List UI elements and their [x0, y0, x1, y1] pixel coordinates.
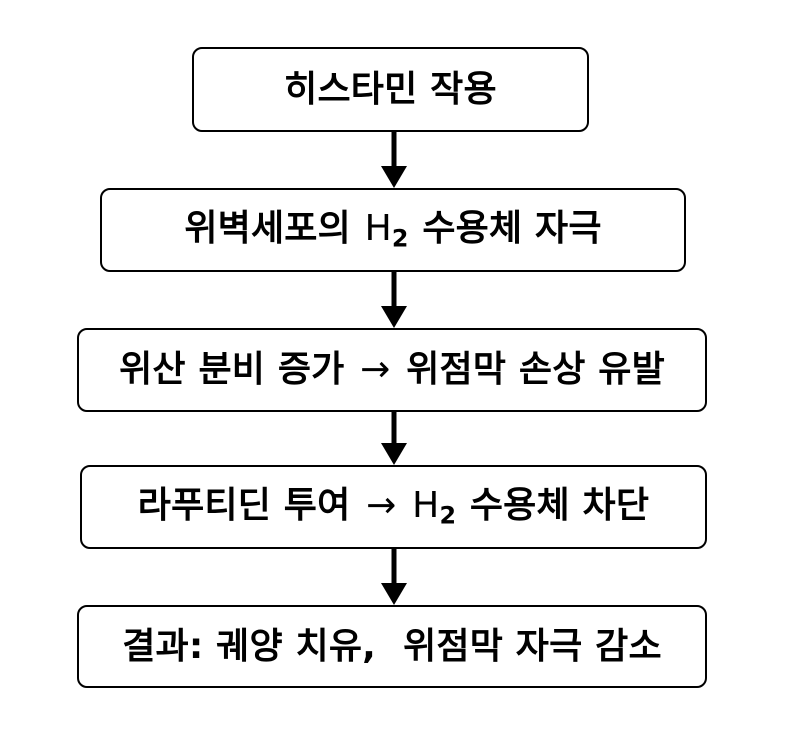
label-text: 수용체 자극 — [422, 207, 602, 249]
flowchart-node-lafutidine-h2-blockade: 라푸티딘 투여 → H2 수용체 차단 — [80, 465, 707, 549]
arrow-shaft — [391, 549, 397, 585]
flowchart-node-parietal-cell-h2-stimulation: 위벽세포의 H2 수용체 자극 — [100, 188, 686, 272]
arrow-head-icon — [381, 583, 407, 605]
label-text: 라푸티딘 투여 — [137, 484, 351, 526]
subscript-digit: 2 — [439, 501, 457, 530]
flowchart-node-label: 라푸티딘 투여 → H2 수용체 차단 — [137, 484, 650, 530]
arrow-shaft — [391, 132, 397, 168]
arrow-head-icon — [381, 443, 407, 465]
arrow-head-icon — [381, 166, 407, 188]
flowchart-node-label: 히스타민 작용 — [284, 68, 497, 110]
flowchart-node-label: 위산 분비 증가 → 위점막 손상 유발 — [119, 350, 665, 390]
arrow-head-icon — [381, 306, 407, 328]
flowchart-node-label: 결과: 궤양 치유, 위점막 자극 감소 — [122, 625, 662, 667]
flow-arrow — [381, 412, 407, 465]
label-text: 위벽세포의 — [184, 207, 351, 249]
flowchart-node-histamine-action: 히스타민 작용 — [192, 47, 589, 132]
label-text: 위점막 자극 감소 — [403, 625, 662, 667]
label-text: 히스타민 작용 — [284, 68, 497, 110]
label-text: 수용체 차단 — [469, 484, 650, 526]
flowchart-node-acid-secretion-mucosal-damage: 위산 분비 증가 → 위점막 손상 유발 — [77, 328, 707, 412]
arrow-shaft — [391, 272, 397, 308]
label-text: 위산 분비 증가 — [119, 349, 345, 391]
subscript-digit: 2 — [391, 224, 409, 253]
label-text: 위점막 손상 유발 — [406, 349, 665, 391]
flow-arrow — [381, 132, 407, 188]
flow-arrow — [381, 549, 407, 605]
latin-symbol: H — [364, 207, 392, 249]
flowchart-node-result-ulcer-healing: 결과: 궤양 치유, 위점막 자극 감소 — [77, 605, 707, 688]
label-text: 결과: 궤양 치유, — [122, 625, 377, 667]
latin-symbol: H — [412, 484, 440, 526]
rightwards-arrow-icon: → — [366, 484, 397, 526]
rightwards-arrow-icon: → — [360, 349, 391, 391]
flow-arrow — [381, 272, 407, 328]
arrow-shaft — [391, 412, 397, 445]
flowchart-node-label: 위벽세포의 H2 수용체 자극 — [184, 207, 602, 253]
